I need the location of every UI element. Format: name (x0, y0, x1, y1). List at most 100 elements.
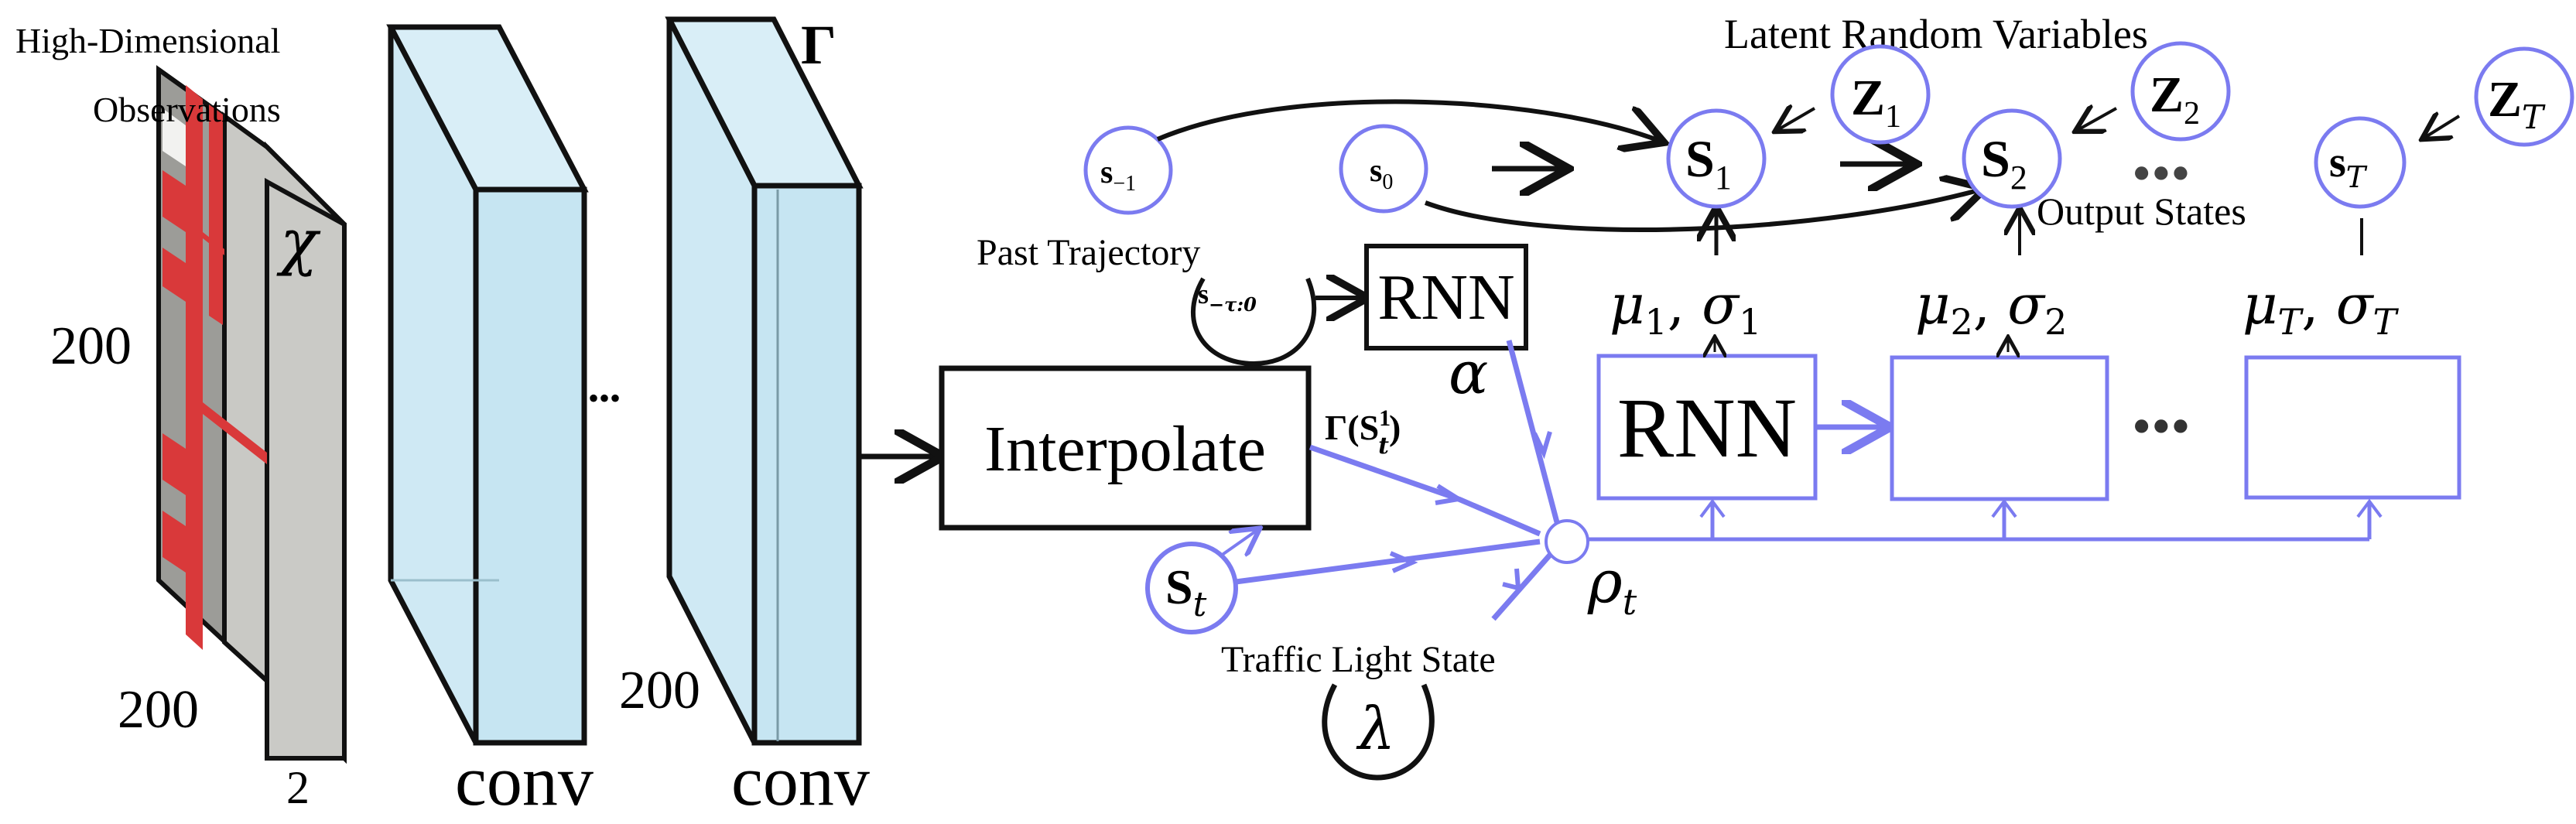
p1-sigma-sub: 1 (1739, 301, 1761, 343)
map-light-block (162, 108, 186, 166)
input-depth-label: 2 (286, 762, 310, 813)
output-state-sT (2314, 116, 2407, 209)
interp-out-sup: 1 (1379, 405, 1391, 431)
arrowhead-interp (1435, 484, 1466, 505)
feature-symbol-gamma: Γ (801, 14, 836, 76)
pT-mu-sub: T (2278, 301, 2304, 343)
arrowhead-rnn (1532, 431, 1552, 460)
decoder-rnn-T (2244, 355, 2461, 500)
interp-out-close: ) (1389, 408, 1401, 447)
arrow-sminus1-to-s1 (1156, 99, 1660, 141)
conv2-label: conv (731, 741, 870, 820)
sT-sub: T (2346, 160, 2368, 194)
rho-label: ρt (1587, 547, 1637, 623)
p2-sigma: σ (2007, 273, 2046, 337)
s-minus1-sub: −1 (1113, 172, 1136, 196)
p2-mu-sub: 2 (1951, 301, 1973, 343)
params-2: μ2, σ2 (1915, 273, 2067, 343)
conv-block-1 (386, 24, 589, 746)
z1-label: Z1 (1851, 70, 1901, 135)
input-height-label: 200 (50, 316, 132, 376)
map-red-lane-2 (209, 104, 223, 325)
map-red-block-4 (162, 511, 186, 573)
map-red-block-1 (162, 170, 186, 232)
past-trajectory-caption: Past Trajectory (977, 232, 1200, 273)
feature-size-label: 200 (619, 661, 700, 720)
params-T: μT, σT (2242, 273, 2400, 343)
decoder-dots: ••• (2132, 395, 2191, 457)
s-minus1-s: s (1100, 155, 1113, 190)
s0-sub: 0 (1382, 170, 1393, 194)
input-title-line1: High-Dimensional (15, 21, 280, 60)
merge-node (1545, 519, 1589, 564)
conv-ellipsis: ••• (588, 381, 621, 415)
input-channel-face (265, 177, 347, 761)
s1-label: S1 (1685, 129, 1732, 197)
p2-comma: , (1973, 273, 2008, 337)
current-state-sub: t (1193, 585, 1207, 624)
arrow-zT-to-sT (2424, 116, 2461, 138)
map-red-block-2 (162, 248, 186, 302)
decoder-rnn-label: RNN (1617, 381, 1797, 475)
interpolate-box (939, 365, 1312, 531)
history-node-sub: −τ:0 (1209, 293, 1257, 316)
input-symbol-chi: χ (276, 206, 321, 278)
s2-s: S (1981, 129, 2010, 188)
s1-s: S (1685, 129, 1715, 188)
latent-z1 (1830, 44, 1931, 145)
params-1: μ1, σ1 (1610, 273, 1761, 343)
output-state-s1 (1666, 108, 1767, 209)
interpolate-label: Interpolate (984, 413, 1266, 485)
input-title-line2: Observations (93, 90, 281, 129)
history-rnn-label: RNN (1377, 262, 1514, 333)
map-red-block-5 (203, 232, 224, 255)
p2-sigma-sub: 2 (2044, 301, 2067, 343)
decoder-rnn-2 (1890, 355, 2109, 501)
latent-caption: Latent Random Variables (1724, 11, 2148, 57)
map-red-block-6 (203, 402, 267, 464)
conv-block-2 (665, 16, 864, 746)
traffic-light-caption: Traffic Light State (1221, 639, 1496, 680)
s2-label: S2 (1981, 129, 2027, 197)
p1-mu: μ (1610, 273, 1645, 337)
arrow-state-to-interpolate (1220, 530, 1257, 556)
arrow-s0-to-s2 (1424, 190, 1981, 232)
alpha-symbol: α (1449, 338, 1488, 407)
s0-label: s0 (1370, 153, 1393, 194)
history-rnn-box (1364, 244, 1528, 350)
traffic-node-arc (1322, 683, 1435, 781)
conv2-front (751, 183, 862, 746)
pT-sigma: σ (2336, 273, 2375, 337)
z1-z: Z (1851, 70, 1885, 126)
current-state-node (1145, 542, 1238, 634)
zT-label: ZT (2488, 71, 2546, 136)
s1-sub: 1 (1715, 159, 1732, 197)
p1-comma: , (1668, 273, 1702, 337)
traffic-symbol-lambda: λ (1356, 694, 1395, 763)
p2-mu: μ (1915, 273, 1951, 337)
conv1-front (473, 186, 587, 746)
p1-mu-sub: 1 (1645, 301, 1668, 343)
past-state-s0 (1339, 124, 1428, 214)
input-tensor (156, 65, 347, 764)
sT-label: sT (2329, 138, 2368, 194)
arrow-z1-to-s1 (1777, 108, 1816, 130)
p1-sigma: σ (1702, 273, 1740, 337)
z2-z: Z (2150, 67, 2184, 123)
edge-traffic-to-merge (1491, 551, 1554, 621)
history-node-label: s−τ:0 (1198, 279, 1257, 316)
edge-interp-to-merge-2 (1457, 496, 1541, 537)
s2-sub: 2 (2010, 159, 2027, 197)
z2-label: Z2 (2150, 67, 2200, 132)
arrowhead-ctx1 (1699, 498, 1726, 518)
current-state-s: S (1165, 559, 1193, 614)
zT-sub: T (2522, 98, 2546, 136)
zT-z: Z (2488, 71, 2522, 128)
pT-sigma-sub: T (2373, 301, 2400, 343)
output-state-s2 (1962, 108, 2062, 209)
history-node-s: s (1198, 279, 1209, 309)
output-states-caption: Output States (2037, 190, 2246, 233)
pT-comma: , (2301, 273, 2336, 337)
